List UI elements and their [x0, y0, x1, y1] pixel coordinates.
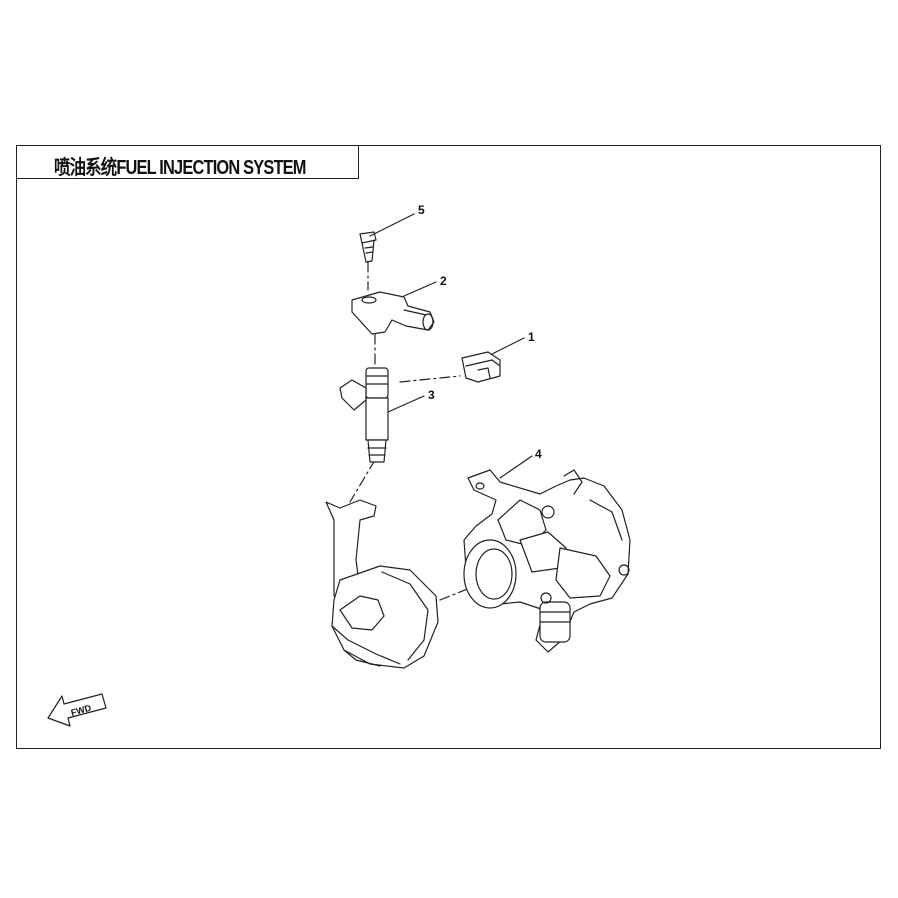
leader-line-5 [369, 213, 415, 237]
throttle-body-part [463, 469, 631, 653]
leader-line-1 [491, 337, 525, 355]
callout-2: 2 [440, 274, 447, 288]
clip-part [461, 351, 501, 383]
leader-line-2 [403, 281, 437, 297]
leader-line-3 [387, 395, 425, 413]
diagram-title: 喷油系统FUEL INJECTION SYSTEM [54, 157, 306, 179]
bolt-part [359, 231, 377, 263]
fuel-rail-part [351, 291, 435, 335]
title-box [16, 145, 359, 179]
diagram-frame [16, 145, 881, 749]
callout-1: 1 [528, 330, 535, 344]
callout-5: 5 [418, 203, 425, 217]
fuel-injector-part [339, 367, 389, 463]
leader-line-4 [499, 455, 533, 479]
fwd-arrow-icon [47, 693, 107, 727]
callout-3: 3 [428, 388, 435, 402]
callout-4: 4 [535, 447, 542, 461]
intake-manifold-part [325, 499, 439, 669]
